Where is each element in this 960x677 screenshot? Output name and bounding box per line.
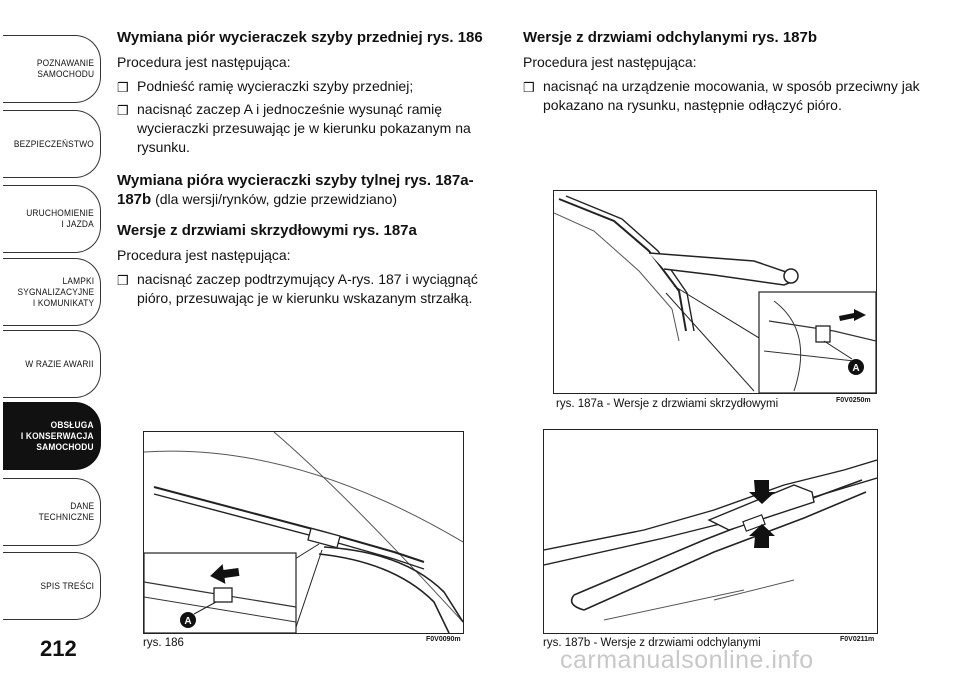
wiper-arm-illustration: A	[554, 195, 876, 393]
tab-uruchomienie-i-jazda[interactable]: URUCHOMIENIE I JAZDA	[3, 185, 101, 253]
list-item: ❒ nacisnąć zaczep A i jednocześnie wysuną…	[117, 100, 502, 157]
wiper-blade-illustration	[544, 459, 877, 621]
marker-a-label: A	[184, 616, 191, 627]
tab-label: POZNAWANIE SAMOCHODU	[36, 58, 94, 80]
right-column: Wersje z drzwiami odchylanymi rys. 187b …	[523, 28, 923, 119]
figure-caption: rys. 187b - Wersje z drzwiami odchylanym…	[543, 637, 761, 649]
list-item: ❒ Podnieść ramię wycieraczki szyby przedn…	[117, 77, 502, 96]
figure-187a: A	[553, 190, 877, 394]
checkbox-bullet-icon: ❒	[117, 273, 129, 288]
section-heading-front-wiper: Wymiana piór wycieraczek szyby przedniej…	[117, 29, 483, 46]
figure-code: F0V0250m	[836, 397, 871, 404]
list-item-text: nacisnąć zaczep podtrzymujący A-rys. 187…	[137, 271, 478, 306]
front-wiper-illustration: A	[144, 432, 463, 633]
tab-label: SPIS TREŚCI	[40, 580, 94, 592]
tab-lampki-sygnalizacyjne[interactable]: LAMPKI SYGNALIZACYJNE I KOMUNIKATY	[3, 258, 101, 326]
procedure-intro: Procedura jest następująca:	[117, 54, 291, 70]
list-item-text: nacisnąć zaczep A i jednocześnie wysunąć…	[137, 101, 471, 155]
checkbox-bullet-icon: ❒	[117, 80, 129, 95]
checkbox-bullet-icon: ❒	[117, 103, 129, 118]
list-item: ❒ nacisnąć na urządzenie mocowania, w spo…	[523, 77, 923, 115]
section-heading-tailgate: Wersje z drzwiami odchylanymi rys. 187b	[523, 29, 818, 46]
figure-caption: rys. 187a - Wersje z drzwiami skrzydłowy…	[556, 398, 779, 410]
figure-code: F0V0090m	[426, 636, 461, 643]
list-item-text: Podnieść ramię wycieraczki szyby przedni…	[137, 78, 414, 94]
left-column: Wymiana piór wycieraczek szyby przedniej…	[117, 28, 502, 312]
watermark: carmanualsonline.info	[560, 646, 814, 674]
tab-label: BEZPIECZEŃSTWO	[13, 138, 94, 150]
tab-label: W RAZIE AWARII	[25, 358, 94, 370]
tab-label: OBSŁUGA I KONSERWACJA SAMOCHODU	[21, 419, 94, 453]
tab-label: LAMPKI SYGNALIZACYJNE I KOMUNIKATY	[17, 275, 94, 309]
checkbox-bullet-icon: ❒	[523, 80, 535, 95]
procedure-intro: Procedura jest następująca:	[117, 247, 291, 263]
list-item: ❒ nacisnąć zaczep podtrzymujący A-rys. 18…	[117, 270, 502, 308]
section-heading-swing-doors: Wersje z drzwiami skrzydłowymi rys. 187a	[117, 222, 417, 239]
marker-a-label: A	[852, 363, 859, 374]
procedure-intro: Procedura jest następująca:	[523, 54, 697, 70]
figure-code: F0V0211m	[840, 636, 875, 643]
figure-caption: rys. 186	[143, 637, 184, 649]
tab-w-razie-awarii[interactable]: W RAZIE AWARII	[3, 330, 101, 398]
heading-bold-part: Wymiana pióra wycieraczki szyby tylnej r…	[117, 172, 474, 208]
figure-187b	[543, 429, 878, 634]
page-number: 212	[40, 636, 77, 661]
tab-poznawanie-samochodu[interactable]: POZNAWANIE SAMOCHODU	[3, 35, 101, 103]
tab-bezpieczenstwo[interactable]: BEZPIECZEŃSTWO	[3, 110, 101, 178]
tab-label: DANE TECHNICZNE	[38, 501, 94, 523]
figure-186: A	[143, 431, 464, 634]
tab-label: URUCHOMIENIE I JAZDA	[26, 208, 94, 230]
list-item-text: nacisnąć na urządzenie mocowania, w spos…	[543, 78, 920, 113]
tab-spis-tresci[interactable]: SPIS TREŚCI	[3, 552, 101, 620]
heading-note: (dla wersji/rynków, gdzie przewidziano)	[151, 191, 398, 207]
section-heading-rear-wiper: Wymiana pióra wycieraczki szyby tylnej r…	[117, 171, 502, 209]
tab-obsluga-i-konserwacja[interactable]: OBSŁUGA I KONSERWACJA SAMOCHODU	[3, 402, 101, 470]
chapter-tabs: POZNAWANIE SAMOCHODU BEZPIECZEŃSTWO URUC…	[0, 0, 110, 677]
tab-dane-techniczne[interactable]: DANE TECHNICZNE	[3, 478, 101, 546]
